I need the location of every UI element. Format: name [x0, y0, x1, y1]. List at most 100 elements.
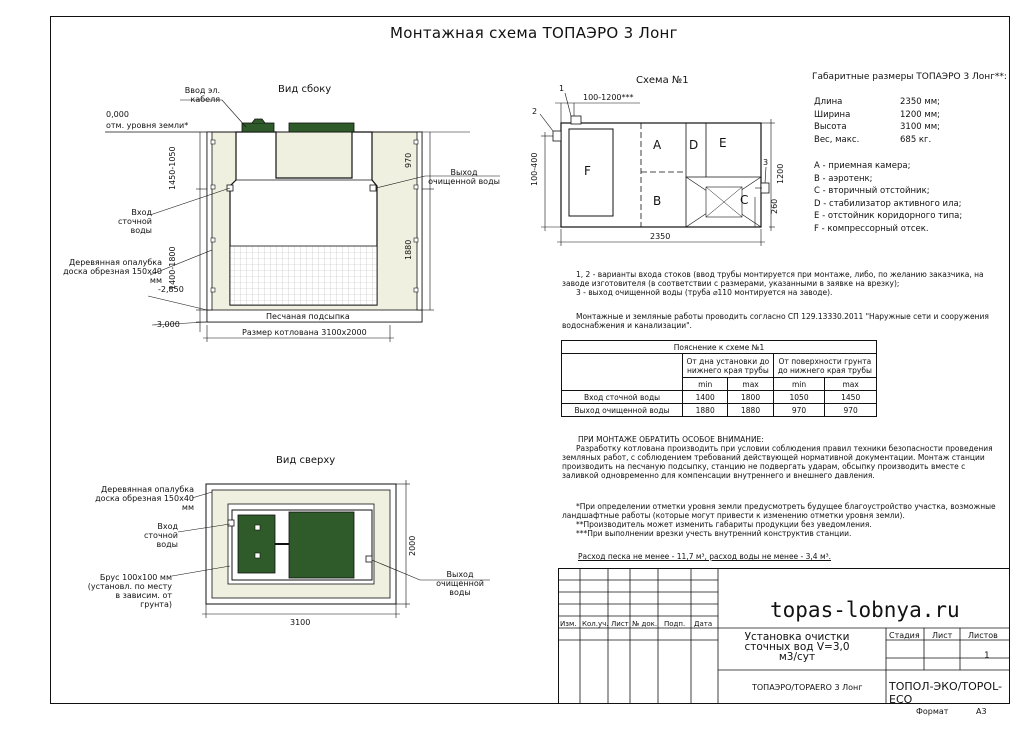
- inlet-label: Вход сточной воды: [117, 208, 152, 235]
- title-block: [558, 568, 1010, 704]
- stamp-stage: Стадия: [889, 631, 920, 640]
- chamber-b: B: [653, 194, 662, 208]
- scheme-dim-2350: 2350: [650, 232, 671, 241]
- note-p2: 3 - выход очищенной воды (труба ⌀110 мон…: [576, 288, 833, 297]
- format-label: Формат: [916, 707, 949, 716]
- footnotes: *При определении отметки уровня земли пр…: [562, 502, 1002, 538]
- level-3000: -3,000: [154, 320, 180, 329]
- drawing-frame: [50, 16, 1010, 704]
- top-lid-large: [288, 511, 355, 579]
- legend-item: D - стабилизатор активного ила;: [814, 198, 962, 209]
- col-kol: Кол.уч.: [582, 620, 609, 628]
- table-col1: От дна установки до нижнего края трубы: [682, 353, 774, 378]
- formwork-label: Деревянная опалубка доска обрезная 150х4…: [63, 258, 162, 285]
- footnote-3: ***При выполнении врезки учесть внутренн…: [576, 529, 852, 538]
- explanation-table: Пояснение к схеме №1 От дна установки до…: [561, 340, 878, 417]
- scheme-dim-100-1200: 100-1200***: [583, 93, 634, 102]
- col-izm: Изм.: [560, 620, 577, 628]
- scheme-mark-1: 1: [559, 84, 565, 93]
- col-podp: Подп.: [664, 620, 686, 628]
- attention-title: ПРИ МОНТАЖЕ ОБРАТИТЬ ОСОБОЕ ВНИМАНИЕ:: [578, 435, 764, 444]
- legend-item: В - аэротенк;: [814, 173, 873, 184]
- scheme-drawing: [539, 92, 775, 246]
- scheme-title: Схема №1: [636, 75, 689, 86]
- consumption-note: Расход песка не менее - 11,7 м³, расход …: [578, 552, 832, 561]
- stamp-sheets: Листов: [968, 631, 998, 640]
- sand-label: Песчаная подсыпка: [266, 312, 350, 321]
- top-formwork-label: Деревянная опалубка доска обрезная 150х4…: [95, 485, 194, 512]
- side-view-title: Вид сбоку: [278, 84, 332, 95]
- table-title: Пояснение к схеме №1: [561, 340, 877, 354]
- dimensions-title: Габаритные размеры ТОПАЭРО 3 Лонг**:: [812, 72, 1007, 82]
- chamber-f: F: [584, 164, 591, 178]
- col-doc: № док.: [632, 620, 658, 628]
- outlet-label: Выход очищенной воды: [428, 168, 500, 186]
- side-view-drawing: [105, 99, 500, 342]
- top-view-title: Вид сверху: [276, 455, 336, 466]
- scheme-dim-260: 260: [770, 198, 779, 214]
- cable-label: Ввод эл. кабеля: [184, 86, 220, 104]
- drawing-title: Монтажная схема ТОПАЭРО 3 Лонг: [390, 24, 678, 42]
- legend-list: А - приемная камера; В - аэротенк; С - в…: [814, 160, 962, 235]
- top-lid-small: [237, 514, 276, 574]
- legend-item: F - компрессорный отсек.: [814, 223, 929, 234]
- legend-item: С - вторичный отстойник;: [814, 186, 930, 196]
- scheme-mark-2: 2: [532, 107, 538, 116]
- lid-small: [241, 122, 275, 133]
- col-date: Дата: [694, 620, 713, 628]
- note-p3: Монтажные и земляные работы проводить со…: [562, 312, 989, 330]
- note-p1: 1, 2 - варианты входа стоков (ввод трубы…: [562, 270, 984, 288]
- chamber-d: D: [689, 138, 699, 152]
- note-inlets: 1, 2 - варианты входа стоков (ввод трубы…: [562, 270, 1002, 297]
- beam-label: Брус 100х100 мм (установл. по месту в за…: [87, 573, 172, 609]
- dim-3100: 3100: [290, 618, 311, 627]
- table-max: max: [727, 377, 774, 391]
- title-block-cols: Изм. Кол.уч. Лист № док. Подп. Дата: [558, 618, 718, 630]
- ground-level: 0,000: [106, 110, 129, 119]
- tank-media: [229, 245, 378, 306]
- site-label[interactable]: topas-lobnya.ru: [770, 598, 960, 622]
- table-col2: От поверхности грунта до нижнего края тр…: [772, 353, 878, 378]
- lid-large: [288, 122, 355, 133]
- stamp-company: ТОПОЛ-ЭКО/TOPOL-ECO: [889, 680, 1002, 706]
- scheme-dim-1200: 1200: [776, 163, 785, 184]
- stamp-sheets-value: 1: [984, 651, 990, 661]
- table-min: min: [681, 377, 729, 391]
- table-min: min: [772, 377, 826, 391]
- dim-bottom: 1400-1800: [168, 246, 177, 290]
- table-max: max: [824, 377, 877, 391]
- top-view-drawing: [171, 480, 490, 618]
- dim-1880: 1880: [404, 239, 413, 260]
- footnote-2: **Производитель может изменить габариты …: [576, 520, 872, 529]
- stamp-sheet: Лист: [932, 631, 953, 640]
- stamp-description: Установка очистки сточных вод V=3,0 м3/с…: [744, 631, 850, 663]
- sand-layer: [206, 309, 423, 323]
- dim-970: 970: [404, 152, 413, 168]
- chamber-a: A: [653, 138, 662, 152]
- legend-item: А - приемная камера;: [814, 161, 911, 171]
- format-value: А3: [976, 707, 987, 716]
- chamber-c: C: [740, 193, 749, 207]
- attention-text: Разработку котлована производить при усл…: [562, 444, 993, 480]
- top-outlet-label: Выход очищенной воды: [436, 570, 484, 597]
- col-list: Лист: [611, 620, 629, 628]
- ground-label: отм. уровня земли*: [106, 121, 189, 130]
- legend-item: Е - отстойник коридорного типа;: [814, 211, 963, 221]
- footnote-1: *При определении отметки уровня земли пр…: [562, 502, 996, 520]
- pit-label: Размер котлована 3100х2000: [242, 328, 367, 337]
- top-inlet-label: Вход сточной воды: [143, 522, 178, 549]
- scheme-dim-100-400: 100-400: [530, 152, 539, 186]
- dim-row-weight: Вес, макс.685 кг.: [814, 134, 932, 145]
- dim-top: 1450-1050: [168, 146, 177, 190]
- title-block-grid: [558, 568, 1010, 704]
- scheme-mark-3: 3: [763, 158, 769, 167]
- chamber-e: E: [719, 136, 727, 150]
- stamp-product: ТОПАЭРО/TOPAERO 3 Лонг: [752, 683, 863, 692]
- dim-2000: 2000: [408, 535, 417, 556]
